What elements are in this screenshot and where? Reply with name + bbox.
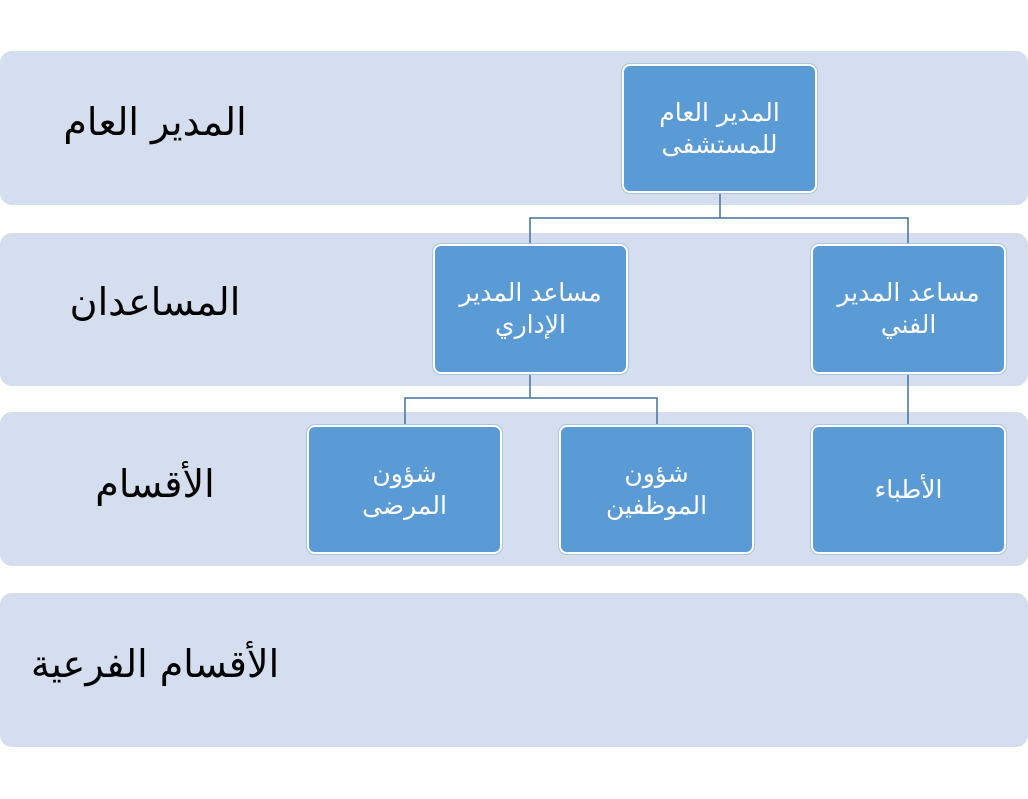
node-doctors[interactable]: الأطباء bbox=[811, 425, 1006, 554]
level-label-departments: الأقسام bbox=[95, 462, 215, 506]
node-doctors-line1: الأطباء bbox=[874, 474, 943, 504]
node-patients-affairs[interactable]: شؤون المرضى bbox=[307, 425, 502, 554]
node-tech-assistant[interactable]: مساعد المدير الفني bbox=[811, 244, 1006, 374]
node-patients-affairs-line1: شؤون bbox=[372, 458, 437, 488]
node-admin-assistant[interactable]: مساعد المدير الإداري bbox=[433, 244, 628, 374]
level-label-general-director: المدير العام bbox=[63, 100, 247, 144]
level-label-sub-departments: الأقسام الفرعية bbox=[30, 642, 280, 686]
node-admin-assistant-line1: مساعد المدير bbox=[459, 278, 602, 307]
connector-director-to-assistants bbox=[529, 192, 909, 244]
level-band-general-director bbox=[0, 51, 1028, 205]
node-general-director[interactable]: المدير العام للمستشفى bbox=[622, 64, 817, 193]
node-tech-assistant-line2: الفني bbox=[880, 310, 937, 339]
node-staff-affairs[interactable]: شؤون الموظفين bbox=[559, 425, 754, 554]
node-admin-assistant-line2: الإداري bbox=[495, 310, 566, 339]
node-staff-affairs-line1: شؤون bbox=[624, 458, 689, 488]
node-general-director-line1: المدير العام bbox=[659, 97, 780, 127]
level-label-assistants: المساعدان bbox=[69, 280, 241, 324]
node-staff-affairs-line2: الموظفين bbox=[605, 490, 708, 520]
node-tech-assistant-line1: مساعد المدير bbox=[837, 278, 980, 307]
connector-admin-to-affairs bbox=[404, 374, 658, 425]
node-general-director-line2: للمستشفى bbox=[661, 129, 778, 159]
node-patients-affairs-line2: المرضى bbox=[362, 490, 447, 520]
level-band-sub-departments bbox=[0, 593, 1028, 747]
